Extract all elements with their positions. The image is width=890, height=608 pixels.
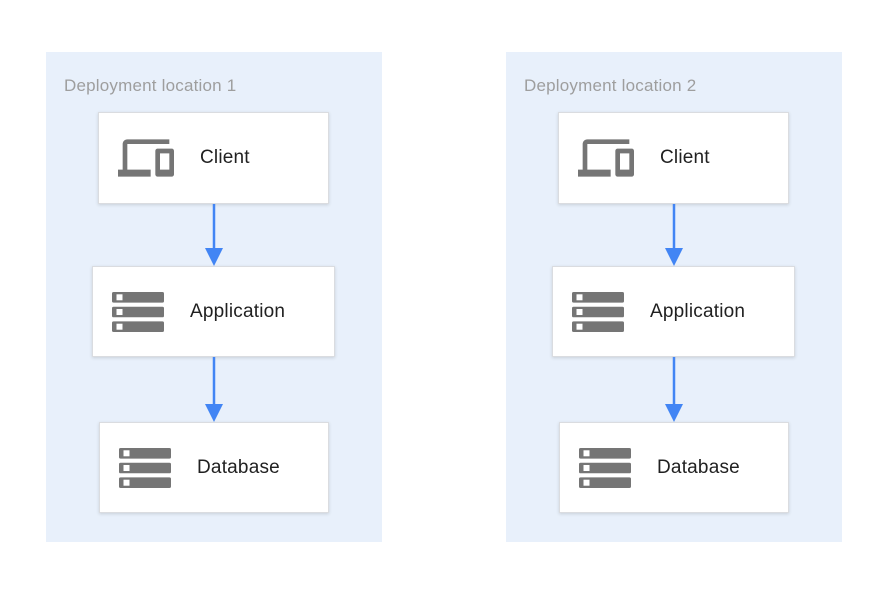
diagram-node-client: Client: [98, 112, 329, 204]
deployment-location-1-panel: Deployment location 1 Client: [46, 52, 382, 542]
panel-title: Deployment location 2: [524, 76, 697, 95]
devices-icon: [578, 130, 634, 186]
node-label: Application: [190, 300, 286, 322]
diagram-node-application: Application: [552, 266, 795, 357]
node-label: Client: [660, 147, 710, 168]
server-stack-icon: [112, 291, 164, 332]
arrow-down-icon: [665, 204, 683, 266]
diagram-node-application: Application: [92, 266, 335, 357]
node-label: Database: [657, 456, 740, 478]
node-label: Client: [200, 147, 250, 168]
server-stack-icon: [119, 447, 171, 488]
diagram-node-database: Database: [99, 422, 329, 513]
panel-title: Deployment location 1: [64, 76, 237, 95]
server-stack-icon: [579, 447, 631, 488]
arrow-down-icon: [665, 357, 683, 422]
diagram-node-database: Database: [559, 422, 789, 513]
arrow-down-icon: [205, 204, 223, 266]
diagram-node-client: Client: [558, 112, 789, 204]
node-label: Application: [650, 300, 746, 322]
arrow-down-icon: [205, 357, 223, 422]
server-stack-icon: [572, 291, 624, 332]
node-label: Database: [197, 456, 280, 478]
deployment-location-2-panel: Deployment location 2 Client: [506, 52, 842, 542]
devices-icon: [118, 130, 174, 186]
